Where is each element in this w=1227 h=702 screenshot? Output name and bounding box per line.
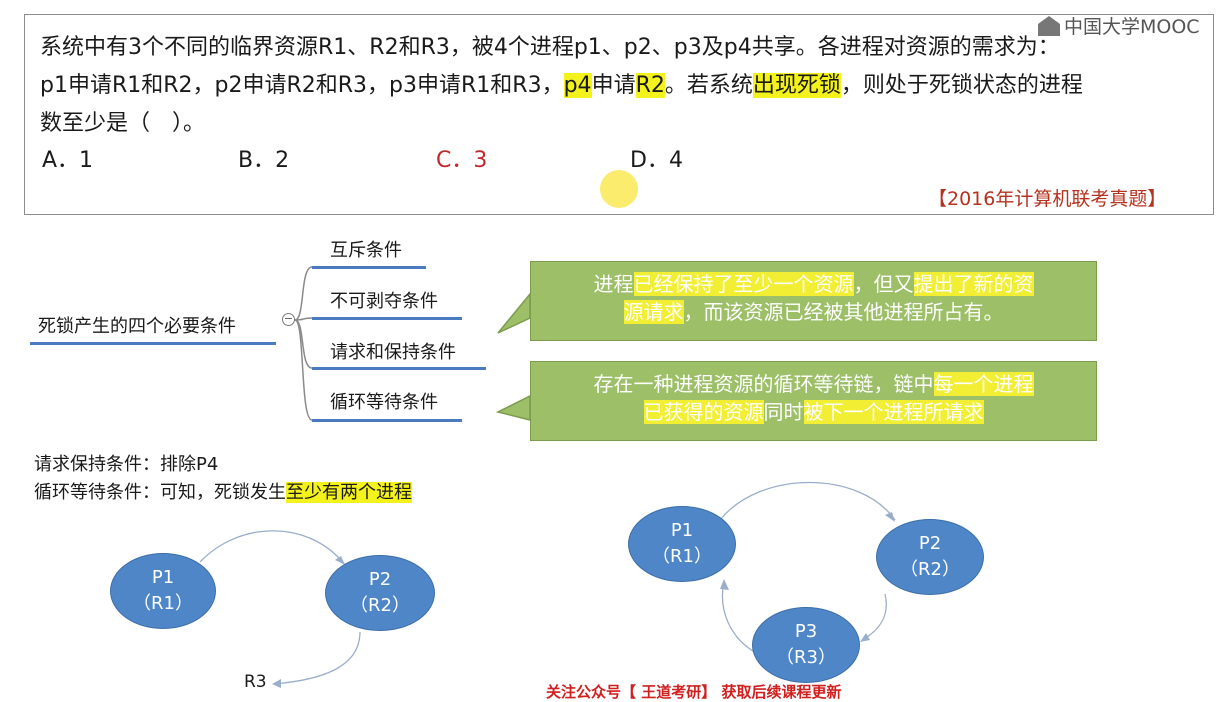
node-right-p2: P2（R2） bbox=[876, 519, 984, 595]
mindmap-branch-hold-wait: 请求和保持条件 bbox=[330, 342, 456, 363]
mindmap-branch-circular-wait: 循环等待条件 bbox=[330, 392, 438, 413]
question-line-3: 数至少是（ ）。 bbox=[40, 111, 206, 136]
branch-underline bbox=[312, 419, 462, 422]
mindmap-branch-no-preemption: 不可剥夺条件 bbox=[330, 291, 438, 312]
mindmap-root: 死锁产生的四个必要条件 bbox=[38, 316, 236, 337]
node-left-p2: P2（R2） bbox=[325, 555, 435, 631]
mooc-logo-icon bbox=[1038, 16, 1060, 36]
dangling-resource-r3: R3 bbox=[244, 672, 267, 692]
question-line-2: p1申请R1和R2，p2申请R2和R3，p3申请R1和R3，p4申请R2。若系统… bbox=[40, 73, 1083, 98]
callout-circular-wait: 存在一种进程资源的循环等待链，链中每一个进程已获得的资源同时被下一个进程所请求 bbox=[530, 361, 1097, 441]
branch-underline bbox=[312, 367, 486, 370]
branch-underline bbox=[312, 266, 426, 269]
note-hold-wait: 请求保持条件：排除P4 bbox=[34, 454, 219, 475]
branch-underline bbox=[312, 317, 462, 320]
option-c-correct[interactable]: C．3 bbox=[436, 148, 488, 173]
mooc-logo: 中国大学MOOC bbox=[1038, 12, 1200, 39]
node-right-p3: P3（R3） bbox=[752, 607, 860, 683]
question-box bbox=[24, 14, 1214, 215]
note-circular-wait: 循环等待条件：可知，死锁发生至少有两个进程 bbox=[34, 482, 412, 503]
pointer-highlight bbox=[600, 170, 638, 208]
mindmap-root-underline bbox=[30, 342, 276, 345]
option-b[interactable]: B．2 bbox=[238, 148, 290, 173]
question-source: 【2016年计算机联考真题】 bbox=[928, 188, 1167, 210]
collapse-icon[interactable]: − bbox=[282, 312, 295, 326]
node-right-p1: P1（R1） bbox=[628, 506, 736, 582]
question-line-1: 系统中有3个不同的临界资源R1、R2和R3，被4个进程p1、p2、p3及p4共享… bbox=[40, 35, 1060, 60]
option-d[interactable]: D．4 bbox=[630, 148, 683, 173]
callout-hold-and-wait: 进程已经保持了至少一个资源，但又提出了新的资源请求，而该资源已经被其他进程所占有… bbox=[530, 261, 1097, 341]
option-a[interactable]: A．1 bbox=[42, 148, 94, 173]
node-left-p1: P1（R1） bbox=[110, 553, 216, 629]
mindmap-branch-mutex: 互斥条件 bbox=[330, 240, 402, 261]
